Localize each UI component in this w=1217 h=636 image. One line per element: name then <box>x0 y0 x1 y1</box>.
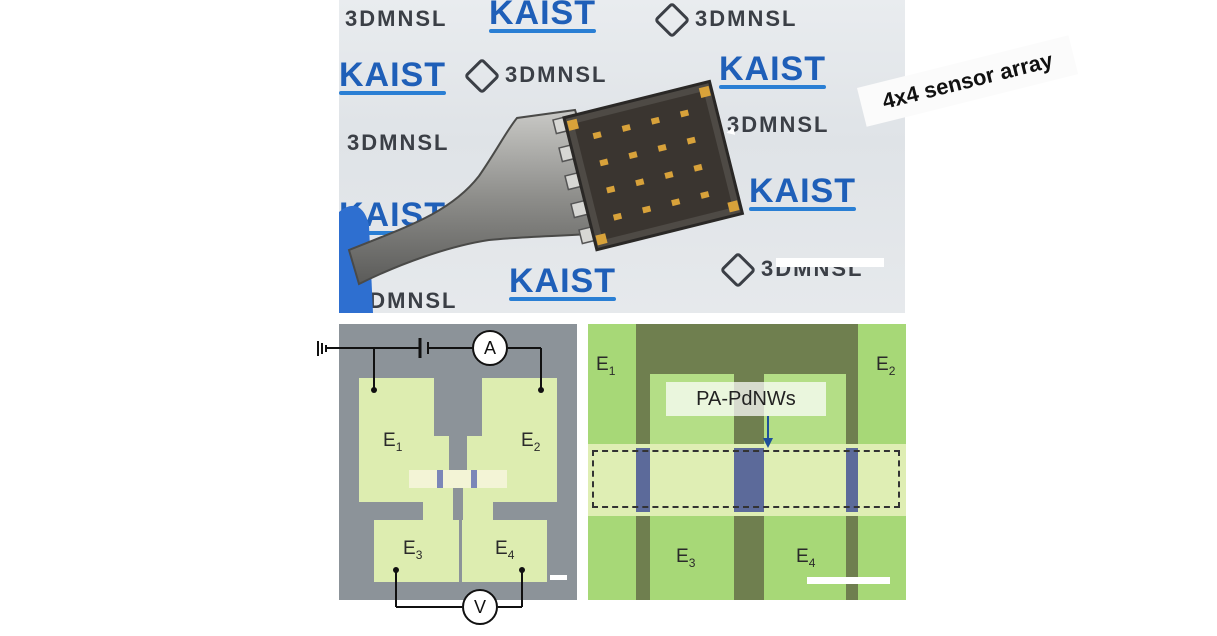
label-e3: E3 <box>676 546 696 570</box>
voltmeter-symbol: V <box>462 589 498 625</box>
sensor-array-photo: 3DMNSL KAIST 3DMNSL KAIST 3DMNSL KAIST 3… <box>339 0 1079 313</box>
nanowire-highlight-box <box>592 450 900 508</box>
electrode-pad-e3 <box>374 520 459 582</box>
watermark-kaist: KAIST <box>489 0 596 33</box>
label-e2: E2 <box>521 430 541 454</box>
pdnw-annotation: PA-PdNWs <box>666 382 826 416</box>
label-e4: E4 <box>495 538 515 562</box>
tweezers-chip-illustration <box>339 79 745 313</box>
nanowire-segment <box>636 448 650 512</box>
sensor-chip <box>562 79 745 252</box>
electrode-neck-e1 <box>409 436 449 476</box>
watermark-3dmnsl: 3DMNSL <box>653 1 797 39</box>
electrode-pad-e4 <box>462 520 547 582</box>
watermark-3dmnsl: 3DMNSL <box>727 112 830 137</box>
scale-bar <box>550 575 567 580</box>
watermark-kaist: KAIST <box>339 56 446 95</box>
substrate-gap <box>636 516 650 600</box>
watermark-3dmnsl: 3DMNSL <box>347 130 450 155</box>
label-e1: E1 <box>596 354 616 378</box>
electrode-e1-region <box>588 324 636 444</box>
nanowire-segment <box>734 448 764 512</box>
electrode-e2-region <box>858 324 906 444</box>
label-e1: E1 <box>383 430 403 454</box>
scale-bar <box>776 258 884 267</box>
label-e4: E4 <box>796 546 816 570</box>
nanowire-gap <box>437 470 443 488</box>
watermark-3dmnsl: 3DMNSL <box>345 6 448 31</box>
electrode-neck-e2 <box>467 436 507 476</box>
electrode-neck-e3 <box>423 484 453 524</box>
nanowire-segment <box>846 448 858 512</box>
nanowire-gap <box>471 470 477 488</box>
electrode-schematic-panel: E1 E2 E3 E4 <box>339 324 577 600</box>
label-e2: E2 <box>876 354 896 378</box>
watermark-kaist: KAIST <box>719 50 826 89</box>
watermark-kaist: KAIST <box>749 172 856 211</box>
electrode-neck-e4 <box>463 484 493 524</box>
nanowire-bridge <box>409 470 507 488</box>
scale-bar <box>807 577 890 584</box>
annotation-arrow <box>763 416 773 448</box>
micrograph-panel: PA-PdNWs E1 E2 E3 E4 <box>588 324 906 600</box>
watermark-3dmnsl: 3DMNSL <box>463 57 607 95</box>
ammeter-symbol: A <box>472 330 508 366</box>
label-e3: E3 <box>403 538 423 562</box>
substrate-gap <box>734 516 764 600</box>
watermark-kaist: KAIST <box>509 262 616 301</box>
